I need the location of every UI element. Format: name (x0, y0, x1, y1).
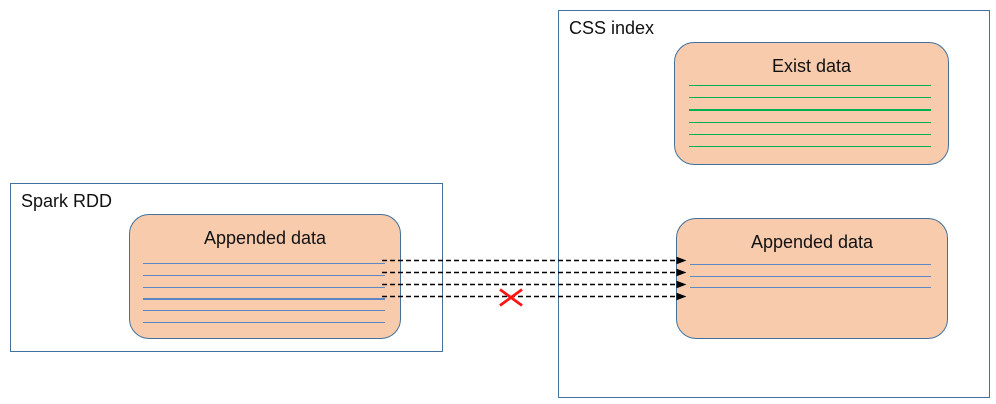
data-row-line (690, 275, 931, 277)
data-row-line (143, 310, 385, 312)
data-row-line (689, 133, 931, 136)
spark-rdd-label: Spark RDD (21, 191, 113, 211)
data-row-line (143, 298, 385, 300)
data-row-line (690, 264, 931, 266)
css-appended-data-title: Appended data (750, 232, 874, 252)
failure-x-icon (499, 288, 523, 307)
data-row-line (689, 85, 931, 87)
css-index-container: CSS index Exist data Appended data (558, 10, 990, 398)
failure-x-icon (499, 288, 523, 307)
exist-data-box: Exist data (674, 42, 949, 165)
spark-appended-data-title: Appended data (203, 228, 327, 248)
data-row-line (689, 121, 931, 123)
data-row-line (690, 287, 931, 289)
spark-rdd-container: Spark RDD Appended data (10, 183, 443, 352)
data-row-line (689, 146, 931, 148)
data-row-line (143, 274, 385, 277)
exist-data-title: Exist data (771, 56, 852, 76)
data-row-line (143, 286, 385, 288)
data-row-line (689, 97, 931, 99)
spark-appended-data-box: Appended data (129, 214, 401, 339)
data-row-line (143, 263, 385, 265)
css-appended-data-box: Appended data (676, 218, 948, 339)
data-row-line (143, 322, 385, 324)
data-row-line (689, 109, 931, 111)
css-index-label: CSS index (569, 18, 655, 38)
